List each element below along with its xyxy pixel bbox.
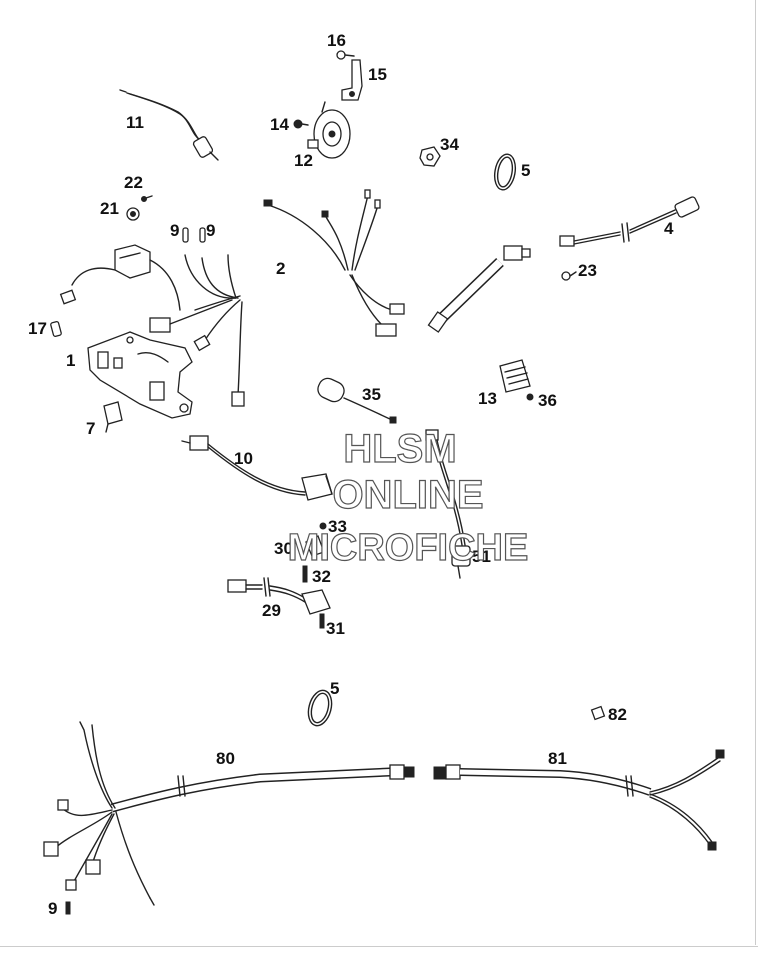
horn-12: [307, 101, 351, 159]
main-harness-2: [59, 189, 531, 407]
callout-7: 7: [86, 419, 95, 438]
capacitor-35: [317, 377, 397, 424]
terminal-9-c: [65, 901, 71, 915]
watermark-line1: HLSM: [343, 427, 456, 471]
callout-9-b: 9: [206, 221, 215, 240]
callout-82: 82: [608, 705, 627, 724]
cable-4: [559, 196, 700, 247]
callout-31: 31: [326, 619, 345, 638]
callout-32: 32: [312, 567, 331, 586]
callout-51: 51: [472, 547, 491, 566]
screw-14: [293, 119, 309, 129]
connector-7: [103, 401, 123, 433]
fuse-82: [590, 705, 606, 721]
callout-35: 35: [362, 385, 381, 404]
terminal-9-b: [199, 227, 206, 243]
callout-29: 29: [262, 601, 281, 620]
sensor-cable-11: [119, 89, 219, 161]
callout-5-top: 5: [521, 161, 530, 180]
callout-14: 14: [270, 115, 289, 134]
terminal-9-a: [182, 227, 189, 243]
rear-harness-80: [43, 721, 415, 906]
nut-34: [419, 146, 441, 167]
callout-22: 22: [124, 173, 143, 192]
callout-5-bottom: 5: [330, 679, 339, 698]
callout-36: 36: [538, 391, 557, 410]
callout-15: 15: [368, 65, 387, 84]
callout-10: 10: [234, 449, 253, 468]
bracket-15: [341, 59, 363, 101]
callout-13: 13: [478, 389, 497, 408]
callout-4: 4: [664, 219, 674, 238]
callout-21: 21: [100, 199, 119, 218]
switch-30: [305, 535, 325, 557]
screw-23: [561, 271, 577, 281]
screw-33: [319, 522, 327, 530]
callout-labels: 16 15 11 14 12 34 5 22 21 9 9 2 4 23 17 …: [28, 31, 674, 918]
callout-16: 16: [327, 31, 346, 50]
pressure-switch-51: [425, 429, 471, 579]
mounting-plate-1: [87, 331, 193, 419]
callout-80: 80: [216, 749, 235, 768]
callout-17: 17: [28, 319, 47, 338]
screw-22: [141, 195, 153, 202]
watermark-line2: ONLINE: [332, 473, 483, 517]
page-border-right: [755, 0, 756, 945]
callout-1: 1: [66, 351, 75, 370]
callout-9-a: 9: [170, 221, 179, 240]
callout-23: 23: [578, 261, 597, 280]
callout-34: 34: [440, 135, 459, 154]
bolt-16: [336, 50, 355, 60]
rear-harness-81: [433, 749, 725, 851]
regulator-13: [499, 359, 531, 393]
page-border-bottom: [0, 946, 758, 947]
cable-tie-5-top: [493, 153, 517, 191]
switch-cable-29: [227, 577, 331, 615]
grommet-21: [126, 207, 140, 221]
cable-tie-5-bottom: [307, 689, 333, 727]
callout-2: 2: [276, 259, 285, 278]
callout-12: 12: [294, 151, 313, 170]
screw-32: [302, 565, 308, 583]
screw-17: [50, 321, 62, 337]
callout-9-c: 9: [48, 899, 57, 918]
callout-11: 11: [126, 113, 144, 132]
screw-36: [526, 393, 534, 401]
callout-30: 30: [274, 539, 293, 558]
callout-33: 33: [328, 517, 347, 536]
handlebar-switch-10: [181, 435, 333, 501]
callout-81: 81: [548, 749, 567, 768]
watermark-line3: MICROFICHE: [288, 527, 529, 569]
screw-31: [319, 613, 325, 629]
watermark: HLSM ONLINE MICROFICHE: [287, 426, 529, 569]
